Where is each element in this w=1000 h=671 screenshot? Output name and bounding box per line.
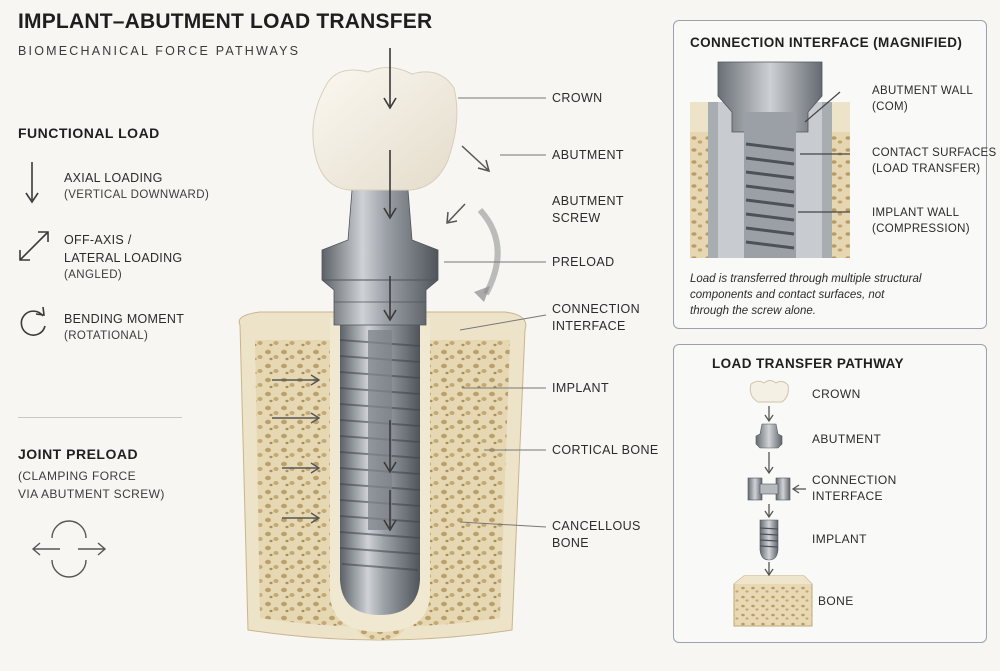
preload-desc-2: VIA ABUTMENT SCREW) xyxy=(18,487,165,501)
inset-label-contact-2: (LOAD TRANSFER) xyxy=(872,163,981,175)
inset-note-2: components and contact surfaces, not xyxy=(690,289,885,301)
bending-moment-arrow xyxy=(477,207,501,296)
label-preload: PRELOAD xyxy=(552,255,615,269)
implant-illustration xyxy=(238,48,547,641)
legend-bending-label: BENDING MOMENT xyxy=(64,312,185,326)
label-abutment: ABUTMENT xyxy=(552,148,624,162)
label-implant: IMPLANT xyxy=(552,381,609,395)
label-abutment-screw-1: ABUTMENT xyxy=(552,194,624,208)
pathway-crown: CROWN xyxy=(812,387,861,401)
inset-title: CONNECTION INTERFACE (MAGNIFIED) xyxy=(690,35,963,50)
legend-lateral-label-1: OFF-AXIS / xyxy=(64,233,132,247)
label-connection-1: CONNECTION xyxy=(552,302,641,316)
legend-axial-sub: (VERTICAL DOWNWARD) xyxy=(64,189,210,201)
inset-label-contact-1: CONTACT SURFACES xyxy=(872,147,997,159)
label-cancellous-1: CANCELLOUS xyxy=(552,519,641,533)
inset-note-3: through the screw alone. xyxy=(690,305,816,317)
preload-desc-1: (CLAMPING FORCE xyxy=(18,469,137,483)
legend-divider xyxy=(18,417,182,418)
arrow-down-icon xyxy=(25,162,39,204)
inset-label-implant-wall-2: (COMPRESSION) xyxy=(872,223,970,235)
lateral-force-arrow xyxy=(446,145,491,224)
pathway-abutment: ABUTMENT xyxy=(812,432,882,446)
pathway-connection-1: CONNECTION xyxy=(812,473,897,487)
inset-label-abutment-wall-2: (COM) xyxy=(872,101,908,113)
legend-bending-sub: (ROTATIONAL) xyxy=(64,330,149,342)
page-title: IMPLANT–ABUTMENT LOAD TRANSFER xyxy=(18,10,433,33)
inset-label-implant-wall-1: IMPLANT WALL xyxy=(872,207,960,219)
crown-shape xyxy=(312,67,458,191)
pathway-title: LOAD TRANSFER PATHWAY xyxy=(712,356,904,371)
pathway-diagram xyxy=(733,380,813,627)
clamping-arrows-icon xyxy=(31,520,107,578)
bone-compression-arrows xyxy=(272,374,321,524)
inset-note-1: Load is transferred through multiple str… xyxy=(690,273,922,285)
inset-illustration xyxy=(690,61,850,258)
legend-axial-label: AXIAL LOADING xyxy=(64,171,163,185)
axial-force-arrows xyxy=(383,48,397,532)
pathway-bone: BONE xyxy=(818,594,854,608)
label-abutment-screw-2: SCREW xyxy=(552,211,601,225)
functional-load-heading: FUNCTIONAL LOAD xyxy=(18,125,160,141)
label-cortical-bone: CORTICAL BONE xyxy=(552,443,659,457)
pathway-panel xyxy=(673,344,987,643)
inset-label-abutment-wall-1: ABUTMENT WALL xyxy=(872,85,974,97)
legend-lateral-label-2: LATERAL LOADING xyxy=(64,251,183,265)
diagonal-double-arrow-icon xyxy=(19,231,49,261)
abutment xyxy=(321,189,439,326)
preload-heading: JOINT PRELOAD xyxy=(18,446,139,462)
rotate-arrow-icon xyxy=(20,306,46,336)
label-connection-2: INTERFACE xyxy=(552,319,626,333)
pathway-implant: IMPLANT xyxy=(812,532,867,546)
label-cancellous-2: BONE xyxy=(552,536,590,550)
legend-lateral-sub: (ANGLED) xyxy=(64,269,123,281)
implant-body xyxy=(339,322,421,615)
page-subtitle: BIOMECHANICAL FORCE PATHWAYS xyxy=(18,44,301,58)
pathway-connection-2: INTERFACE xyxy=(812,489,883,503)
label-crown: CROWN xyxy=(552,91,603,105)
leader-lines xyxy=(444,97,547,528)
